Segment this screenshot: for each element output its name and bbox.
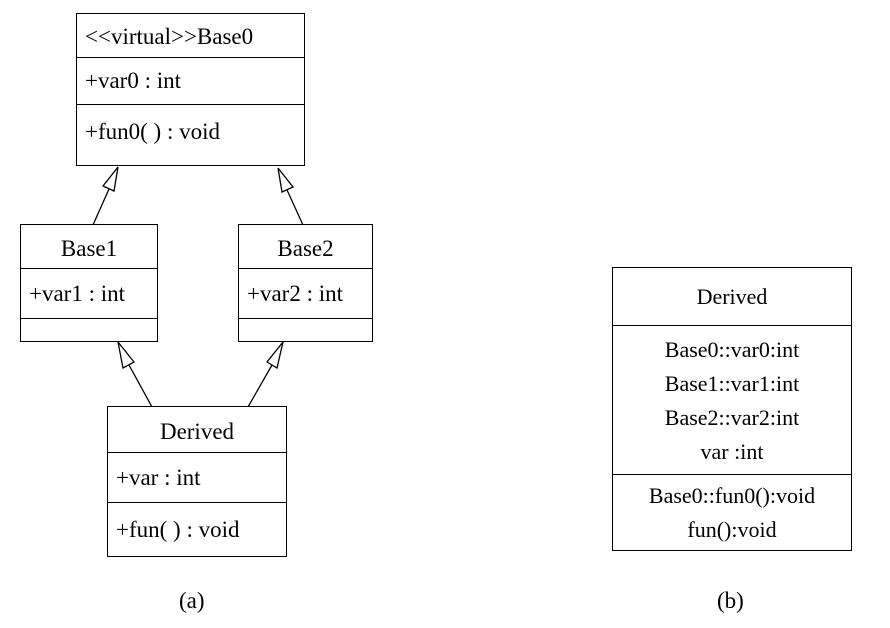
- class-derived-b-attribute: var :int: [700, 439, 764, 464]
- class-derived-a-operations-section: +fun( ) : void: [108, 502, 286, 555]
- class-base2-name: Base2: [277, 236, 334, 261]
- arrowhead-base1-base0: [101, 166, 119, 192]
- class-derived-b: Derived Base0::var0:int Base1::var1:int …: [612, 267, 852, 551]
- class-derived-b-operation: fun():void: [687, 517, 777, 542]
- class-derived-b-attribute: Base0::var0:int: [664, 337, 800, 362]
- class-base0-operation: +fun0( ) : void: [85, 119, 220, 144]
- class-base2-attribute: +var2 : int: [247, 281, 344, 306]
- class-base0: <<virtual>>Base0 +var0 : int +fun0( ) : …: [76, 13, 305, 166]
- class-derived-a: Derived +var : int +fun( ) : void: [107, 406, 287, 557]
- class-derived-b-name-section: Derived: [613, 268, 851, 325]
- class-derived-a-attributes-section: +var : int: [108, 452, 286, 502]
- link-base1-base0: [92, 188, 110, 226]
- class-derived-b-operations-section: Base0::fun0():void fun():void: [613, 474, 851, 549]
- class-derived-a-attribute: +var : int: [116, 465, 201, 490]
- class-base1: Base1 +var1 : int: [20, 224, 158, 342]
- class-base2-name-section: Base2: [239, 225, 372, 268]
- class-derived-a-name: Derived: [159, 419, 235, 444]
- class-base0-attribute: +var0 : int: [85, 68, 182, 93]
- class-derived-a-name-section: Derived: [108, 407, 286, 452]
- class-base1-attribute: +var1 : int: [29, 281, 126, 306]
- arrowhead-derived-base2: [266, 341, 284, 370]
- class-base1-attributes-section: +var1 : int: [21, 268, 157, 318]
- class-base2-attributes-section: +var2 : int: [239, 268, 372, 318]
- class-base0-name: <<virtual>>Base0: [85, 24, 254, 49]
- class-base1-operations-section: [21, 318, 157, 340]
- link-derived-base1: [128, 364, 153, 408]
- link-base2-base0: [286, 189, 304, 226]
- class-derived-b-attribute: Base2::var2:int: [664, 405, 800, 430]
- arrowhead-derived-base1: [117, 341, 135, 369]
- class-base0-operations-section: +fun0( ) : void: [77, 104, 304, 164]
- class-base1-name-section: Base1: [21, 225, 157, 268]
- class-derived-a-operation: +fun( ) : void: [116, 517, 240, 542]
- class-base2-operations-section: [239, 318, 372, 340]
- class-derived-b-attribute-list: Base0::var0:int Base1::var1:int Base2::v…: [613, 333, 851, 469]
- class-derived-b-attributes-section: Base0::var0:int Base1::var1:int Base2::v…: [613, 325, 851, 474]
- link-derived-base2: [247, 364, 273, 408]
- caption-b: (b): [717, 588, 744, 613]
- class-derived-b-operation: Base0::fun0():void: [648, 483, 816, 508]
- arrowhead-base2-base0: [277, 167, 295, 193]
- class-derived-b-name: Derived: [696, 284, 768, 309]
- class-derived-b-attribute: Base1::var1:int: [664, 371, 800, 396]
- class-base1-name: Base1: [60, 236, 118, 261]
- class-derived-b-operation-list: Base0::fun0():void fun():void: [613, 479, 851, 547]
- class-base0-name-section: <<virtual>>Base0: [77, 14, 304, 57]
- class-base2: Base2 +var2 : int: [238, 224, 373, 342]
- caption-a: (a): [179, 588, 205, 613]
- class-base0-attributes-section: +var0 : int: [77, 57, 304, 104]
